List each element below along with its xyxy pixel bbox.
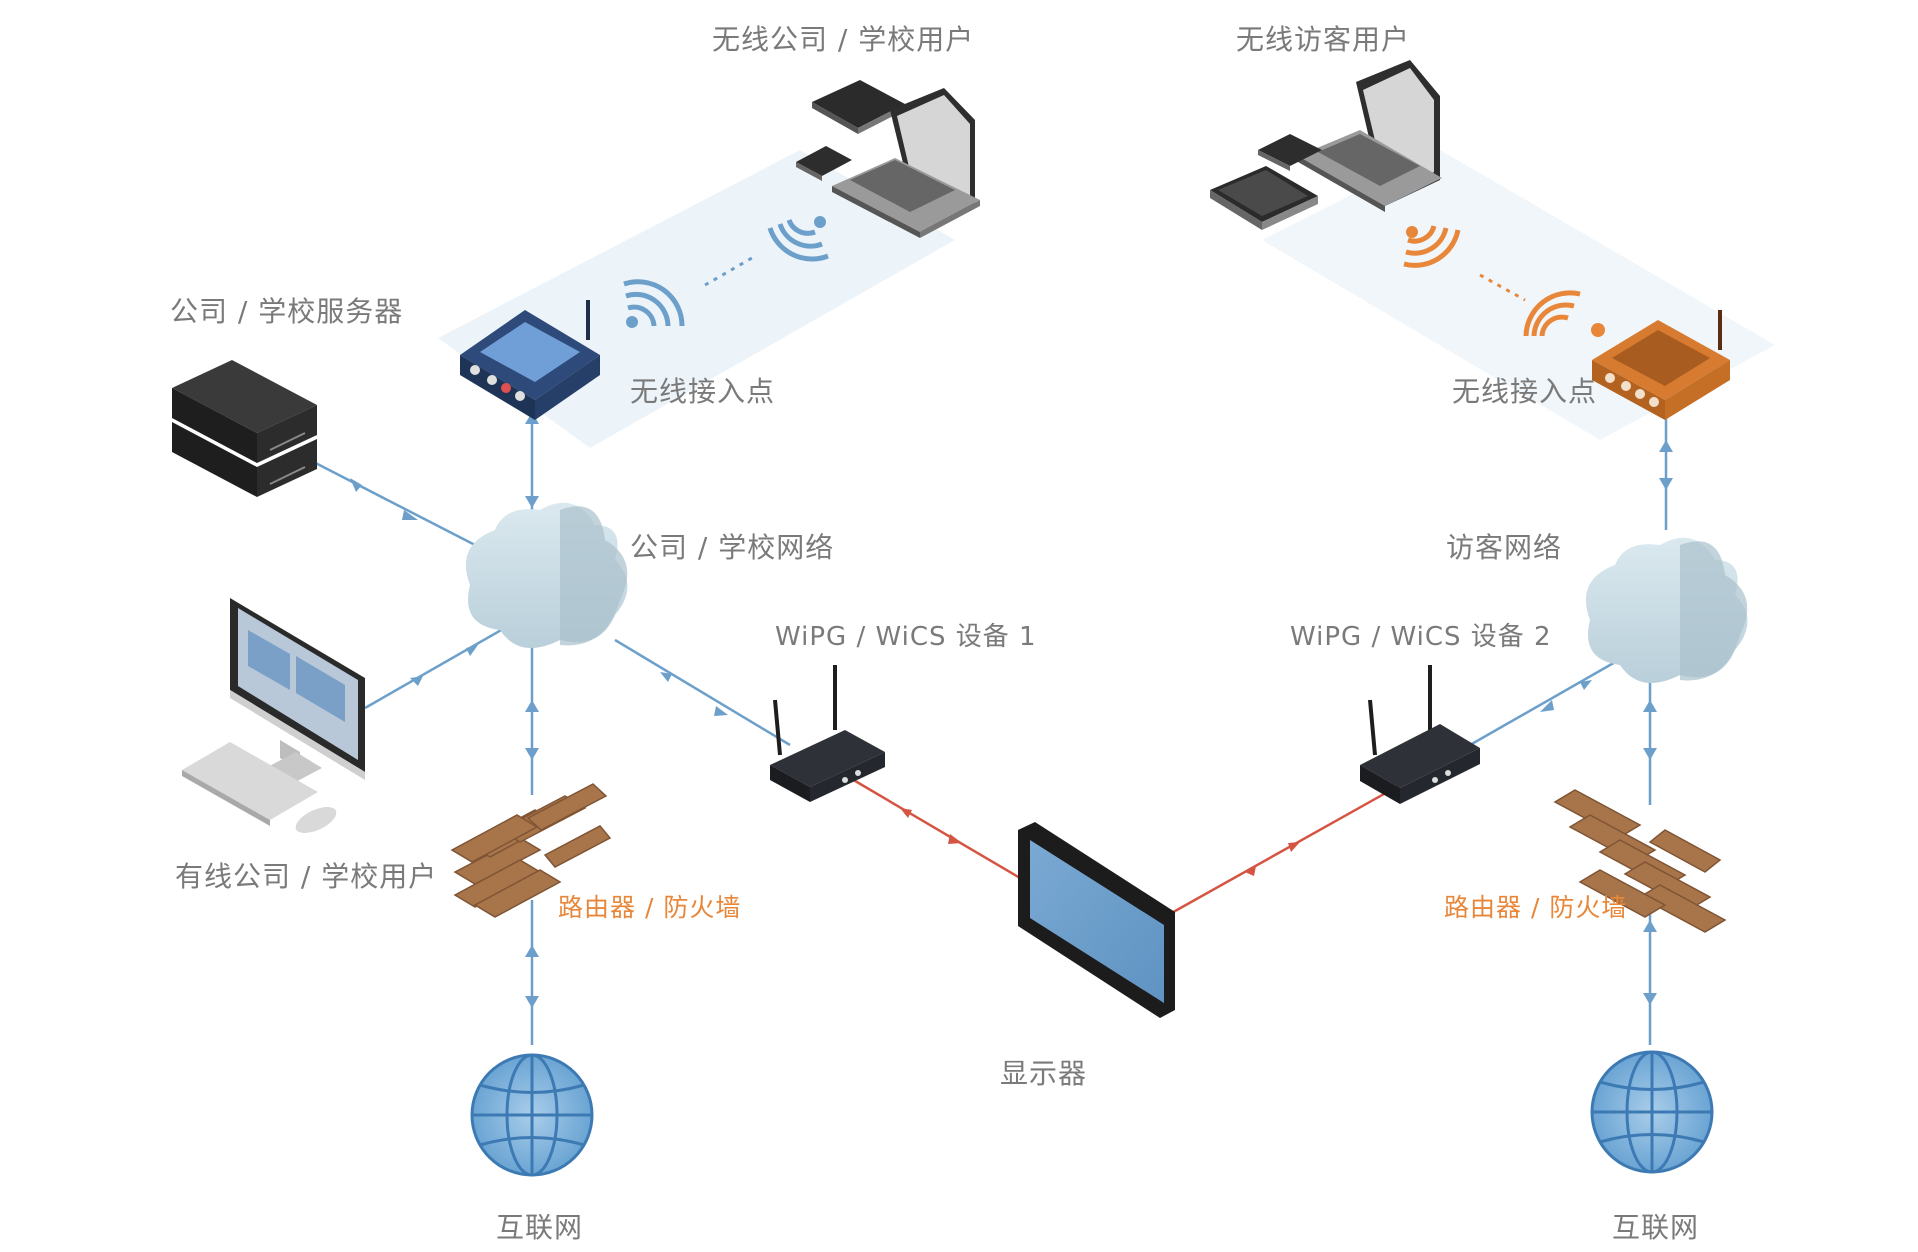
firewall-icon-right bbox=[1553, 789, 1727, 933]
label-router-firewall-right: 路由器 / 防火墙 bbox=[1444, 893, 1628, 922]
desktop-icon bbox=[182, 598, 365, 833]
label-wired-corp-users: 有线公司 / 学校用户 bbox=[175, 860, 438, 893]
wifi-signal-icon-left-user bbox=[767, 216, 829, 262]
wipg-router-icon-1 bbox=[770, 665, 885, 802]
link-cloud-wipg1 bbox=[614, 638, 791, 747]
label-router-firewall-left: 路由器 / 防火墙 bbox=[558, 893, 742, 922]
wipg-router-icon-2 bbox=[1360, 665, 1480, 804]
wifi-signal-icon-right-user bbox=[1403, 225, 1461, 268]
link-wipg2-display bbox=[1167, 783, 1401, 917]
globe-icon-left bbox=[470, 1053, 594, 1177]
label-wap-right: 无线接入点 bbox=[1452, 375, 1598, 408]
links bbox=[299, 410, 1668, 1045]
server-icon bbox=[172, 360, 317, 497]
label-wireless-guest-users: 无线访客用户 bbox=[1236, 23, 1411, 56]
wireless-ap-icon-right bbox=[1592, 310, 1730, 420]
label-corp-servers: 公司 / 学校服务器 bbox=[170, 295, 404, 328]
phone-icon-left bbox=[796, 146, 852, 181]
cloud-icon-left bbox=[465, 502, 628, 648]
wifi-signal-icon-left-ap bbox=[623, 279, 685, 328]
link-wipg1-display bbox=[844, 773, 1021, 880]
arrowheads bbox=[350, 412, 1673, 1008]
label-wipg-device1: WiPG / WiCS 设备 1 bbox=[775, 622, 1037, 652]
arrowheads-red bbox=[900, 808, 1300, 876]
link-server-cloud bbox=[299, 453, 476, 547]
wifi-signal-icon-right-ap bbox=[1523, 290, 1605, 337]
label-internet-right: 互联网 bbox=[1612, 1211, 1700, 1244]
label-internet-left: 互联网 bbox=[496, 1211, 584, 1244]
laptop-icon-left bbox=[832, 88, 980, 238]
cloud-icon-right bbox=[1585, 537, 1748, 683]
label-guest-network: 访客网络 bbox=[1446, 531, 1563, 564]
wireless-ap-icon-left bbox=[460, 300, 600, 420]
display-icon bbox=[1018, 822, 1175, 1018]
label-wireless-corp-users: 无线公司 / 学校用户 bbox=[712, 23, 975, 56]
laptop-icon-right bbox=[1298, 60, 1442, 212]
label-corp-network: 公司 / 学校网络 bbox=[630, 531, 835, 564]
tablet-icon-right bbox=[1210, 166, 1318, 230]
label-wap-left: 无线接入点 bbox=[630, 375, 776, 408]
globe-icon-right bbox=[1590, 1050, 1714, 1174]
tablet-icon-left bbox=[812, 80, 905, 134]
label-wipg-device2: WiPG / WiCS 设备 2 bbox=[1290, 622, 1552, 652]
firewall-icon-left bbox=[450, 783, 612, 918]
label-display: 显示器 bbox=[1000, 1057, 1088, 1090]
link-desktop-cloud bbox=[364, 623, 511, 710]
phone-icon-right bbox=[1258, 134, 1322, 171]
wifi-dotted-right bbox=[1479, 273, 1526, 302]
